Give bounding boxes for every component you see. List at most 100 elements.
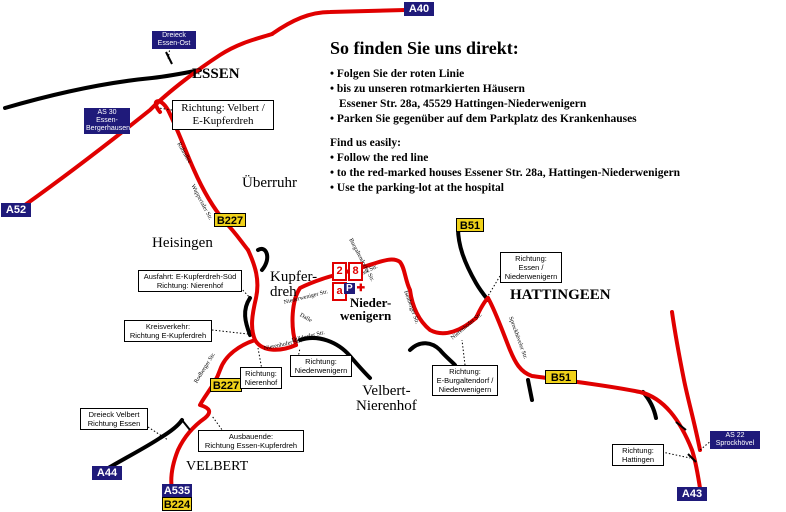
directions-line: • Follow the red line: [330, 152, 429, 164]
b51-top-badge: B51: [456, 218, 484, 232]
directions-line: • Parken Sie gegenüber auf dem Parkplatz…: [330, 113, 637, 125]
exit-essen-ost: Dreieck Essen-Ost: [152, 31, 196, 49]
place-line: dreh: [270, 284, 297, 300]
callout-line: Richtung:: [515, 254, 547, 263]
road-heisingen: [256, 246, 270, 272]
tick-2: [181, 419, 191, 431]
exit-line: Dreieck: [162, 32, 186, 39]
place-line: Nierenhof: [356, 398, 417, 414]
b227-top-badge: B227: [214, 213, 246, 227]
callout-line: Richtung Essen: [87, 419, 141, 428]
exit-line: Essen-: [96, 117, 118, 124]
leader-essen-ost: [167, 46, 171, 61]
callout-line: Richtung:: [245, 369, 277, 378]
callout-niederwenigern: Richtung: Niederwenigern: [290, 355, 352, 377]
parking-hospital-marker: P✚: [344, 283, 365, 294]
a44-badge: A44: [92, 466, 122, 480]
place-kupferdreh: Kupfer- dreh: [270, 270, 317, 300]
directions-line: • Folgen Sie der roten Linie: [330, 68, 465, 80]
tick-1: [165, 51, 173, 65]
a43-badge: A43: [677, 487, 707, 501]
callout-line: Essen /: [518, 263, 544, 272]
place-heisingen: Heisingen: [152, 235, 213, 251]
exit-as22: AS 22 Sprockhövel: [710, 431, 760, 449]
callout-line: Richtung Essen-Kupferdreh: [204, 441, 298, 450]
leader-hattingen: [661, 451, 691, 459]
callout-line: Niederwenigern: [438, 385, 492, 394]
exit-as30: AS 30 Essen- Bergerhausen: [84, 108, 130, 134]
directions-title: So finden Sie uns direkt:: [330, 38, 519, 58]
directions-line: • Use the parking-lot at the hospital: [330, 182, 504, 194]
red-route: [23, 8, 702, 492]
route-ticks: [165, 51, 697, 463]
directions-line: Essener Str. 28a, 45529 Hattingen-Nieder…: [339, 98, 587, 110]
road-b227-kupferdreh: [243, 296, 252, 337]
callout-line: Richtung:: [305, 357, 337, 366]
callout-line: Ausbauende:: [228, 432, 274, 441]
parking-icon: P: [344, 283, 355, 294]
place-ueberruhr: Überruhr: [242, 175, 297, 191]
tick-4: [675, 421, 687, 431]
exit-line: Bergerhausen: [86, 125, 130, 132]
callout-burgaltendorf: Richtung: E-Burgaltendorf / Niederwenige…: [432, 365, 498, 396]
callout-line: Richtung:: [449, 367, 481, 376]
b224-badge: B224: [162, 497, 192, 511]
exit-line: Essen-Ost: [157, 40, 191, 47]
hospital-icon: ✚: [356, 283, 366, 294]
route-hattingen: [486, 296, 702, 490]
callout-line: Hattingen: [621, 455, 655, 464]
leader-niederwenigern: [297, 347, 301, 359]
road-a44-west: [103, 418, 184, 472]
leader-velbert-kupferdreh: [157, 107, 173, 111]
exit-line: AS 22: [725, 432, 745, 439]
callout-dreieck-velbert: Dreieck Velbert Richtung Essen: [80, 408, 148, 430]
road-essen-west: [3, 68, 202, 110]
route-a40: [270, 8, 407, 36]
exit-line: Sprockhövel: [715, 440, 755, 447]
place-hattingen: HATTINGEEN: [510, 287, 611, 303]
route-a52-essen: [23, 32, 274, 207]
leader-kreisverkehr: [211, 329, 249, 335]
a52-badge: A52: [1, 203, 31, 217]
place-line: wenigern: [340, 308, 392, 323]
callout-ausbauende: Ausbauende: Richtung Essen-Kupferdreh: [198, 430, 304, 452]
place-velbert-nierenhof: Velbert- Nierenhof: [356, 384, 417, 414]
tick-3: [687, 453, 697, 463]
callout-hattingen: Richtung: Hattingen: [612, 444, 664, 466]
route-b227-south: [169, 338, 257, 492]
place-line: Kupfer-: [270, 269, 318, 285]
callout-ausfahrt: Ausfahrt: E-Kupferdreh-Süd Richtung: Nie…: [138, 270, 242, 292]
route-niederwenigern: [290, 257, 490, 347]
place-niederwenigern: Nieder- wenigern: [340, 296, 391, 322]
route-down: [153, 99, 250, 252]
callout-line: Ausfahrt: E-Kupferdreh-Süd: [143, 272, 237, 281]
callout-line: E-Kupferdreh: [192, 115, 254, 127]
a535-badge: A535: [162, 484, 192, 498]
callout-line: Dreieck Velbert: [88, 410, 140, 419]
b51-mid-badge: B51: [545, 370, 577, 384]
leader-dreieck-velbert: [147, 426, 169, 441]
callout-kreisverkehr: Kreisverkehr: Richtung E-Kupferdreh: [124, 320, 212, 342]
place-essen: ESSEN: [192, 66, 240, 82]
directions-line: • bis zu unseren rotmarkierten Häusern: [330, 83, 525, 95]
callout-nierenhof: Richtung: Nierenhof: [240, 367, 282, 389]
callout-line: Richtung E-Kupferdreh: [129, 331, 207, 340]
directions-line: • to the red-marked houses Essener Str. …: [330, 167, 681, 179]
leader-nierenhof: [257, 347, 263, 371]
leader-essen-nieder: [487, 275, 501, 297]
callout-line: Richtung:: [622, 446, 654, 455]
road-b51-north: [456, 226, 490, 302]
directions-panel: So finden Sie uns direkt: • Folgen Sie d…: [330, 38, 680, 196]
directions-en-title: Find us easily:: [330, 137, 401, 149]
callout-line: Kreisverkehr:: [145, 322, 191, 331]
callout-line: Richtung: Nierenhof: [156, 281, 224, 290]
leader-burgaltendorf: [461, 339, 466, 366]
spacer: [330, 127, 680, 136]
place-line: Nieder-: [349, 295, 392, 310]
house-digit: 8: [348, 262, 363, 281]
callout-line: Nierenhof: [244, 378, 278, 387]
b227-bottom-badge: B227: [210, 378, 242, 392]
